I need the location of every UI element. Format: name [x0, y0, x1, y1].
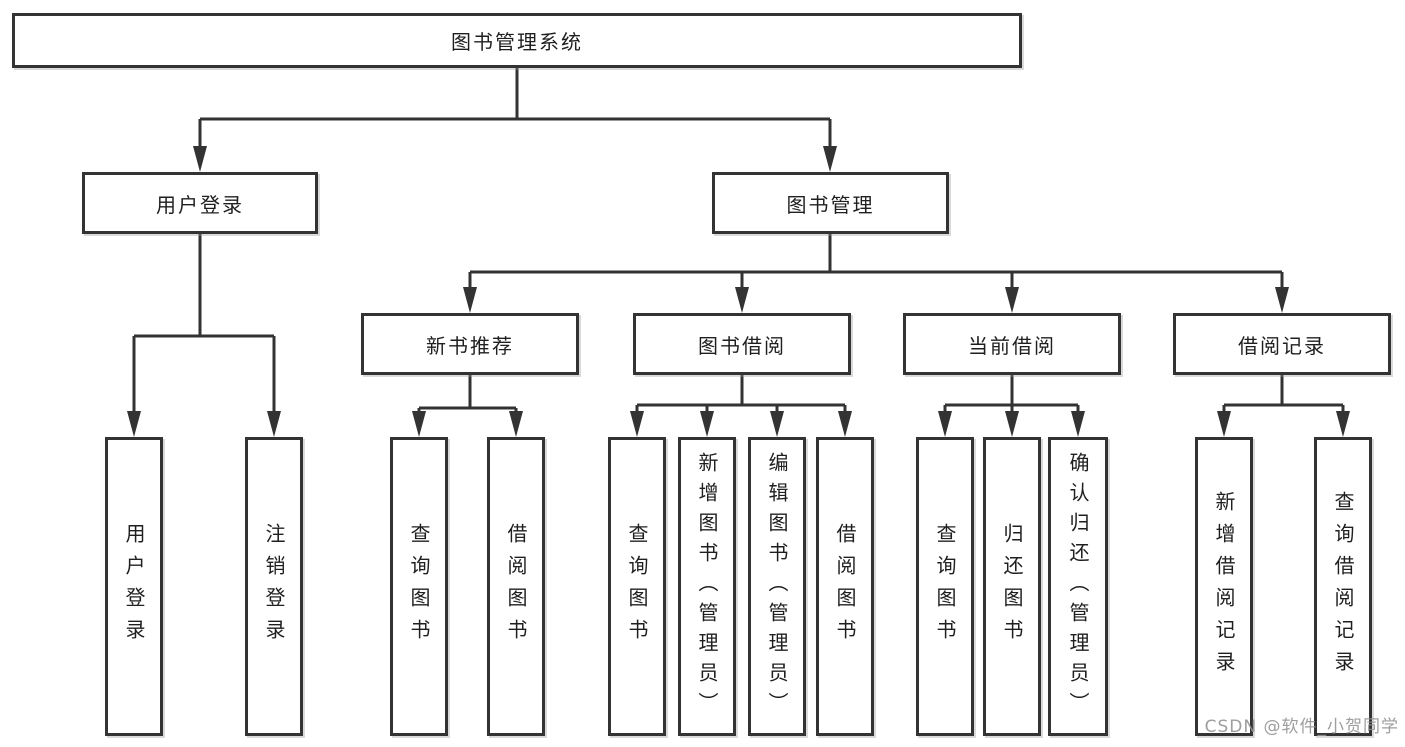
leaf-add-book-admin-label: 新增图书（管理员）: [695, 451, 719, 722]
leaf-add-borrow-record-label: 新增借阅记录: [1212, 490, 1236, 683]
node-book-management: 图书管理: [712, 172, 949, 234]
connector-new-book-recommend: [417, 375, 518, 415]
leaf-confirm-return-admin: 确认归还（管理员）: [1048, 437, 1108, 736]
leaf-logout: 注销登录: [245, 437, 303, 736]
connector-current-borrowing: [943, 375, 1080, 415]
node-borrowing-records-label: 借阅记录: [1238, 333, 1326, 358]
node-user-login-label: 用户登录: [156, 192, 244, 217]
leaf-query-borrow-record-label: 查询借阅记录: [1331, 490, 1355, 683]
leaf-query-borrow-record: 查询借阅记录: [1314, 437, 1372, 736]
leaf-borrow-books-recommend-label: 借阅图书: [504, 522, 528, 651]
leaf-query-books-current-label: 查询图书: [933, 522, 957, 651]
connector-book-management: [468, 234, 1284, 291]
node-new-book-recommend-label: 新书推荐: [426, 333, 514, 358]
node-user-login: 用户登录: [82, 172, 318, 234]
connector-user-login: [132, 234, 276, 415]
connector-book-borrowing: [635, 375, 847, 415]
leaf-query-books-recommend-label: 查询图书: [407, 522, 431, 651]
node-book-borrowing: 图书借阅: [633, 313, 851, 375]
leaf-borrow-books-borrowing-label: 借阅图书: [833, 522, 857, 651]
node-book-borrowing-label: 图书借阅: [698, 333, 786, 358]
leaf-query-books-recommend: 查询图书: [390, 437, 448, 736]
node-current-borrowing-label: 当前借阅: [968, 333, 1056, 358]
connector-borrowing-records: [1222, 375, 1345, 415]
leaf-logout-label: 注销登录: [262, 522, 286, 651]
leaf-confirm-return-admin-label: 确认归还（管理员）: [1066, 451, 1090, 722]
leaf-borrow-books-recommend: 借阅图书: [487, 437, 545, 736]
node-current-borrowing: 当前借阅: [903, 313, 1121, 375]
leaf-add-borrow-record: 新增借阅记录: [1195, 437, 1253, 736]
node-new-book-recommend: 新书推荐: [361, 313, 579, 375]
leaf-add-book-admin: 新增图书（管理员）: [678, 437, 736, 736]
node-book-management-label: 图书管理: [786, 192, 875, 217]
leaf-borrow-books-borrowing: 借阅图书: [816, 437, 874, 736]
connector-root: [198, 68, 832, 150]
leaf-user-login-label: 用户登录: [122, 522, 146, 651]
leaf-return-books-label: 归还图书: [1000, 522, 1024, 651]
arrowheads: [127, 146, 1350, 437]
leaf-return-books: 归还图书: [983, 437, 1041, 736]
leaf-query-books-borrowing-label: 查询图书: [625, 522, 649, 651]
leaf-query-books-borrowing: 查询图书: [608, 437, 666, 736]
leaf-edit-book-admin-label: 编辑图书（管理员）: [765, 451, 789, 722]
node-library-system: 图书管理系统: [12, 13, 1022, 68]
leaf-user-login: 用户登录: [105, 437, 163, 736]
node-library-system-label: 图书管理系统: [451, 30, 583, 54]
leaf-query-books-current: 查询图书: [916, 437, 974, 736]
node-borrowing-records: 借阅记录: [1173, 313, 1391, 375]
watermark: CSDN @软件_小贺同学: [1204, 717, 1399, 737]
leaf-edit-book-admin: 编辑图书（管理员）: [748, 437, 806, 736]
